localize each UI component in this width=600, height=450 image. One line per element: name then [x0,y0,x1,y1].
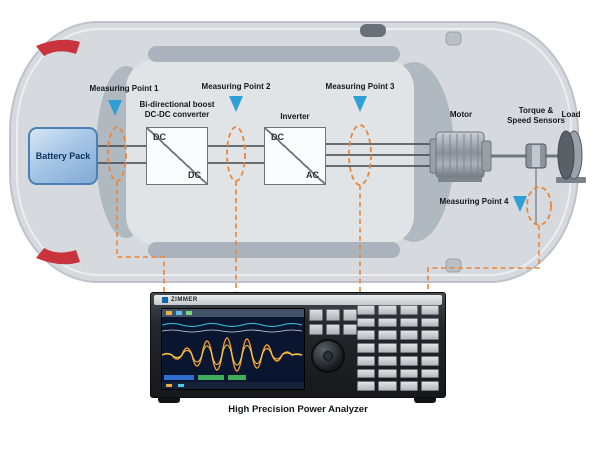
analyzer-brand-strip: ZIMMER [154,295,442,305]
panel-button[interactable] [399,305,418,315]
measuring-point-2-probe [226,126,246,182]
measuring-point-1-marker-icon [108,100,122,116]
panel-button[interactable] [357,330,376,341]
ac-wires-inverter-to-motor [326,143,432,167]
inverter-label: Inverter [280,112,310,121]
roof-antenna [360,24,386,37]
zes-zimmer-logo-icon [162,297,168,303]
motor-label: Motor [449,110,473,119]
panel-button[interactable] [378,317,397,328]
battery-pack-label: Battery Pack [35,151,91,161]
measuring-point-1-label: Measuring Point 1 [89,84,159,93]
screen-status-bar [162,382,304,389]
side-window-top [148,46,400,62]
screen-menu-bar [162,309,304,317]
analyzer-foot-right [414,396,436,403]
measuring-point-2-marker-icon [229,96,243,112]
dcdc-converter-box: DC DC [146,127,208,185]
panel-button[interactable] [399,343,418,353]
screen-bar-blue [164,375,194,380]
power-analyzer: ZIMMER [150,292,446,398]
tail-light-top [36,39,80,56]
sensors-label: Torque & Speed Sensors [507,106,565,126]
panel-button[interactable] [357,368,376,379]
load-graphic [556,130,586,183]
analyzer-side-buttons [309,309,357,335]
screen-trace-white [162,329,303,333]
screen-bar-green [198,375,224,380]
panel-button[interactable] [420,368,439,379]
analyzer-caption: High Precision Power Analyzer [228,404,368,415]
panel-button[interactable] [399,317,418,328]
panel-button[interactable] [420,317,439,328]
side-button[interactable] [343,309,357,321]
battery-pack: Battery Pack [28,127,98,185]
inverter-input-label: DC [271,132,284,142]
panel-button[interactable] [420,381,439,391]
panel-button[interactable] [357,381,376,391]
inverter-box: DC AC [264,127,326,185]
analyzer-connections [116,181,540,292]
motor-fins [442,134,479,176]
analyzer-screen [162,309,304,389]
knob-center [323,351,333,361]
side-button[interactable] [326,309,340,321]
load-label: Load [561,110,581,119]
panel-button[interactable] [420,355,439,366]
screen-trace-cyan [162,323,303,327]
dcdc-converter-label: Bi-directional boost DC-DC converter [139,100,215,120]
probe4-cable [427,225,540,292]
dc-wires-converter-to-inverter [208,145,264,164]
panel-button[interactable] [357,355,376,366]
panel-button[interactable] [399,368,418,379]
measuring-point-1-probe [107,126,127,182]
dcdc-output-label: DC [188,170,201,180]
panel-button[interactable] [378,368,397,379]
measuring-point-4-marker-icon [513,196,527,212]
analyzer-screen-bezel [161,308,305,390]
probe1-cable [116,181,165,292]
side-button[interactable] [326,323,340,335]
panel-button[interactable] [378,305,397,315]
panel-button[interactable] [420,330,439,341]
panel-button[interactable] [378,343,397,353]
inverter-output-label: AC [306,170,319,180]
measuring-point-4-label: Measuring Point 4 [439,197,509,206]
panel-button[interactable] [378,381,397,391]
panel-button[interactable] [378,330,397,341]
measuring-point-3-marker-icon [353,96,367,112]
panel-button[interactable] [420,305,439,315]
screen-waveform-yellow [162,344,303,366]
torque-speed-sensor-graphic [525,143,547,169]
panel-button[interactable] [399,355,418,366]
panel-button[interactable] [357,305,376,315]
motor-graphic [429,131,492,182]
analyzer-foot-left [158,396,180,403]
analyzer-brand-label: ZIMMER [171,297,198,303]
mirror-top [445,31,462,46]
panel-button[interactable] [357,317,376,328]
dc-wires-battery-to-converter [98,145,146,164]
measuring-point-3-label: Measuring Point 3 [325,82,395,91]
side-button[interactable] [309,323,323,335]
analyzer-button-grid [357,305,439,391]
panel-button[interactable] [399,381,418,391]
panel-button[interactable] [399,330,418,341]
panel-button[interactable] [357,343,376,353]
rotary-knob[interactable] [311,339,345,373]
measuring-point-2-label: Measuring Point 2 [201,82,271,91]
side-window-bottom [148,242,400,258]
measuring-point-3-probe [348,124,372,186]
side-button[interactable] [309,309,323,321]
measuring-point-4-probe [526,186,552,226]
tail-light-bottom [36,248,80,265]
panel-button[interactable] [378,355,397,366]
dcdc-input-label: DC [153,132,166,142]
side-button[interactable] [343,323,357,335]
panel-button[interactable] [420,343,439,353]
